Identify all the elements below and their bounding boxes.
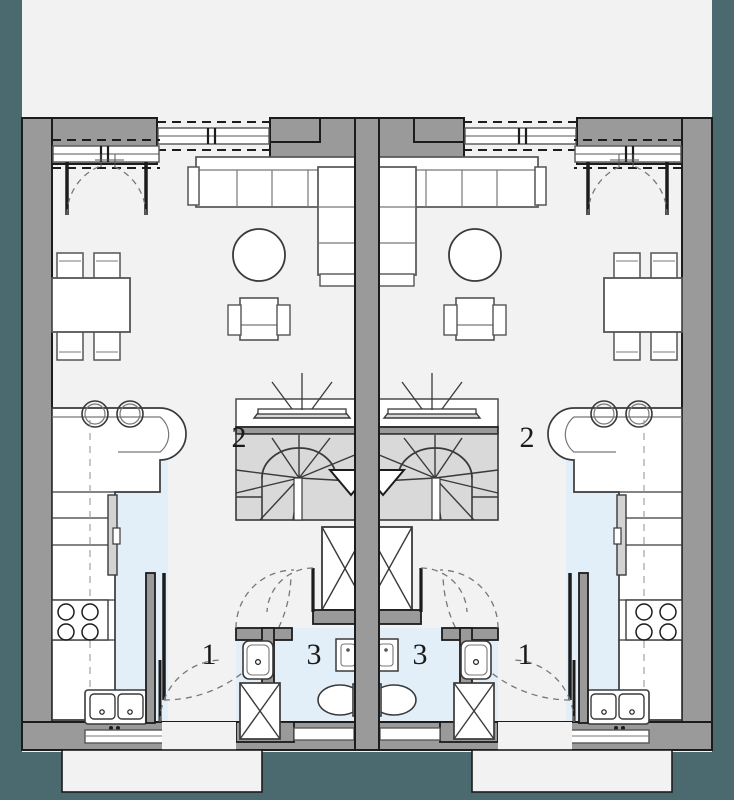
room-label-3-left: 3 — [307, 638, 322, 671]
porch-left — [61, 749, 263, 793]
room-label-group: 1 2 3 3 2 1 — [202, 421, 535, 671]
room-label-1-right: 1 — [518, 638, 533, 671]
room-label-3-right: 3 — [413, 638, 428, 671]
porch-right — [471, 749, 673, 793]
room-label-2-left: 2 — [232, 421, 247, 454]
room-label-2-right: 2 — [520, 421, 535, 454]
room-label-1-left: 1 — [202, 638, 217, 671]
party-wall — [354, 117, 380, 751]
